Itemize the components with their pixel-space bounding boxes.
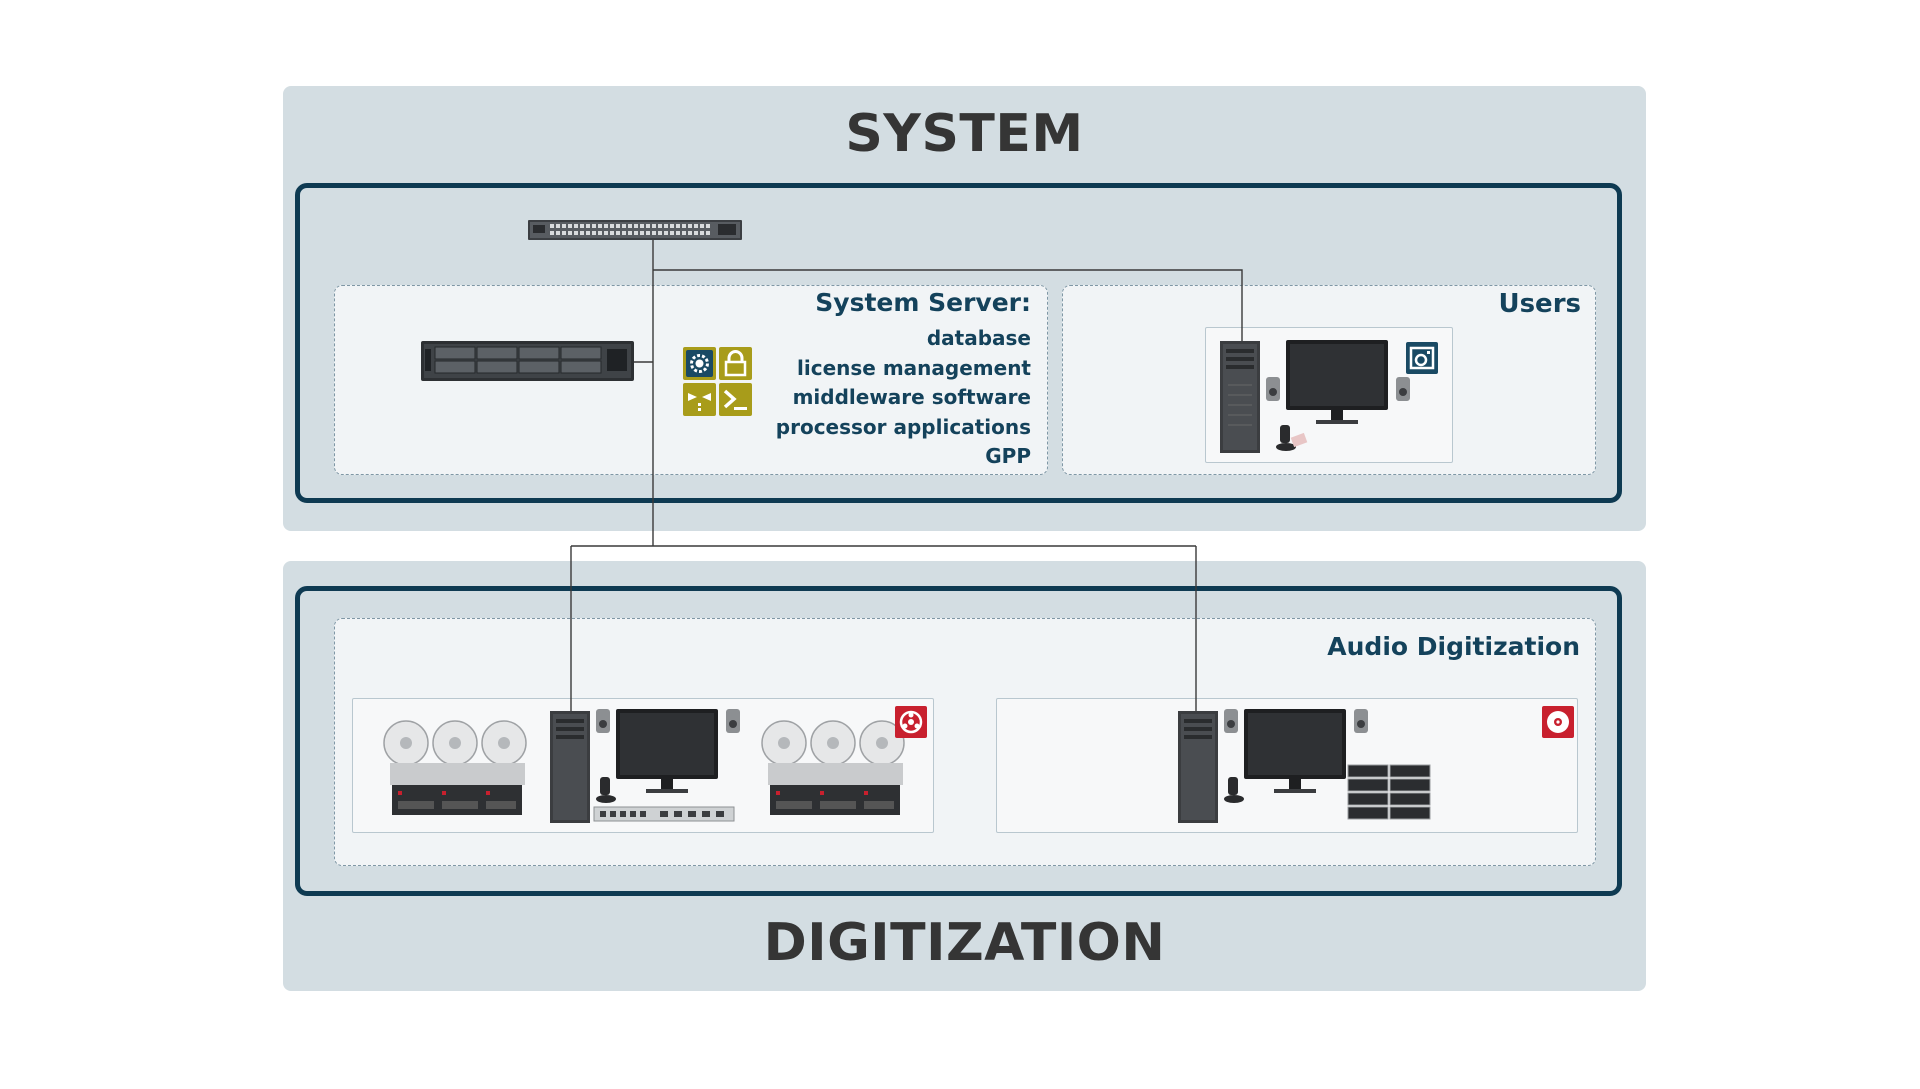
server-item-processor: processor applications bbox=[775, 414, 1031, 439]
storage-stack bbox=[1347, 764, 1431, 820]
server-item-gpp: GPP bbox=[985, 444, 1031, 468]
barcode-scanner bbox=[1224, 777, 1244, 803]
speaker-right bbox=[1396, 377, 1410, 401]
monitor bbox=[1286, 340, 1388, 424]
monitor bbox=[1244, 709, 1346, 793]
reel-to-reel-decks-left bbox=[383, 720, 527, 815]
audio-workstation-1 bbox=[550, 709, 740, 823]
users-title: Users bbox=[1498, 289, 1581, 319]
audio-digitization-title: Audio Digitization bbox=[1327, 632, 1580, 661]
barcode-scanner bbox=[596, 777, 616, 803]
server-tool-icons bbox=[683, 347, 753, 417]
speaker-left bbox=[1224, 709, 1238, 733]
terminal-icon bbox=[719, 383, 752, 416]
audio-workstation-2 bbox=[1178, 709, 1368, 823]
monitor bbox=[616, 709, 718, 793]
rack-server bbox=[421, 341, 634, 381]
gear-icon bbox=[683, 347, 716, 380]
reel-to-reel-decks-right bbox=[761, 720, 905, 815]
tower-pc bbox=[550, 711, 590, 823]
audio-interface bbox=[593, 806, 735, 822]
user-workstation bbox=[1220, 340, 1410, 453]
speaker-right bbox=[726, 709, 740, 733]
system-frame bbox=[295, 183, 1622, 503]
system-server-heading: System Server: bbox=[815, 288, 1031, 317]
speaker-left bbox=[596, 709, 610, 733]
server-item-middleware: middleware software bbox=[792, 385, 1031, 409]
network-switch bbox=[528, 220, 742, 240]
disc-icon bbox=[1542, 706, 1574, 738]
speaker-left bbox=[1266, 377, 1280, 401]
digitization-title: DIGITIZATION bbox=[763, 913, 1166, 973]
workflow-icon bbox=[683, 383, 716, 416]
tower-pc bbox=[1178, 711, 1218, 823]
lock-icon bbox=[719, 347, 752, 380]
system-title: SYSTEM bbox=[845, 104, 1084, 164]
barcode-scanner bbox=[1276, 425, 1308, 451]
audio-player-icon bbox=[1406, 342, 1438, 374]
reel-icon bbox=[895, 706, 927, 738]
server-item-license: license management bbox=[797, 355, 1031, 380]
digitization-frame bbox=[295, 586, 1622, 896]
speaker-right bbox=[1354, 709, 1368, 733]
tower-pc bbox=[1220, 341, 1260, 453]
